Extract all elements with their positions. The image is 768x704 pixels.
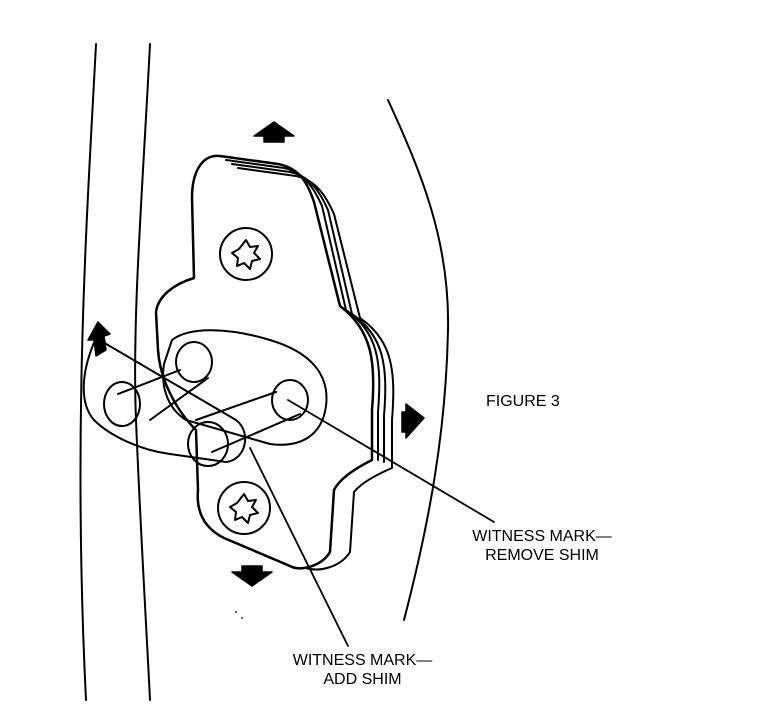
callout-remove-shim-line1: WITNESS MARK—	[472, 528, 612, 545]
pillar-left-edge	[79, 43, 97, 701]
speck	[241, 617, 243, 619]
latch-link	[82, 337, 246, 463]
lower-screw-head	[217, 481, 271, 535]
striker-pad	[162, 329, 328, 446]
striker-plate	[154, 154, 375, 570]
pin-lower	[195, 391, 301, 453]
leader-remove-shim	[287, 399, 495, 523]
upper-screw-star	[231, 239, 261, 270]
arrow-down-icon	[231, 565, 273, 587]
shim-layer-3	[237, 167, 395, 571]
upper-screw-head	[219, 227, 273, 281]
figure-caption: FIGURE 3	[486, 392, 560, 411]
callout-add-shim-line1: WITNESS MARK—	[292, 652, 433, 669]
arrow-right-icon	[401, 403, 425, 439]
leader-add-shim	[249, 447, 349, 647]
pillar-inner-edge	[134, 43, 151, 701]
pin-end-left	[103, 381, 141, 427]
callout-add-shim: WITNESS MARK— ADD SHIM	[270, 651, 455, 689]
speck	[235, 611, 237, 613]
door-contour	[387, 99, 450, 621]
callout-add-shim-line2: ADD SHIM	[323, 671, 402, 688]
pin-base-upper	[175, 341, 213, 383]
callout-remove-shim: WITNESS MARK— REMOVE SHIM	[452, 527, 632, 565]
figure-caption-text: FIGURE 3	[486, 393, 560, 410]
pin-base-lower	[271, 379, 309, 421]
arrow-up-icon	[253, 121, 295, 143]
lower-screw-star	[229, 493, 259, 524]
pin-upper	[117, 369, 209, 421]
arrow-left-icon	[87, 321, 111, 357]
pin-end-right	[187, 421, 229, 467]
shim-layer-2	[231, 163, 387, 463]
callout-remove-shim-line2: REMOVE SHIM	[485, 547, 599, 564]
